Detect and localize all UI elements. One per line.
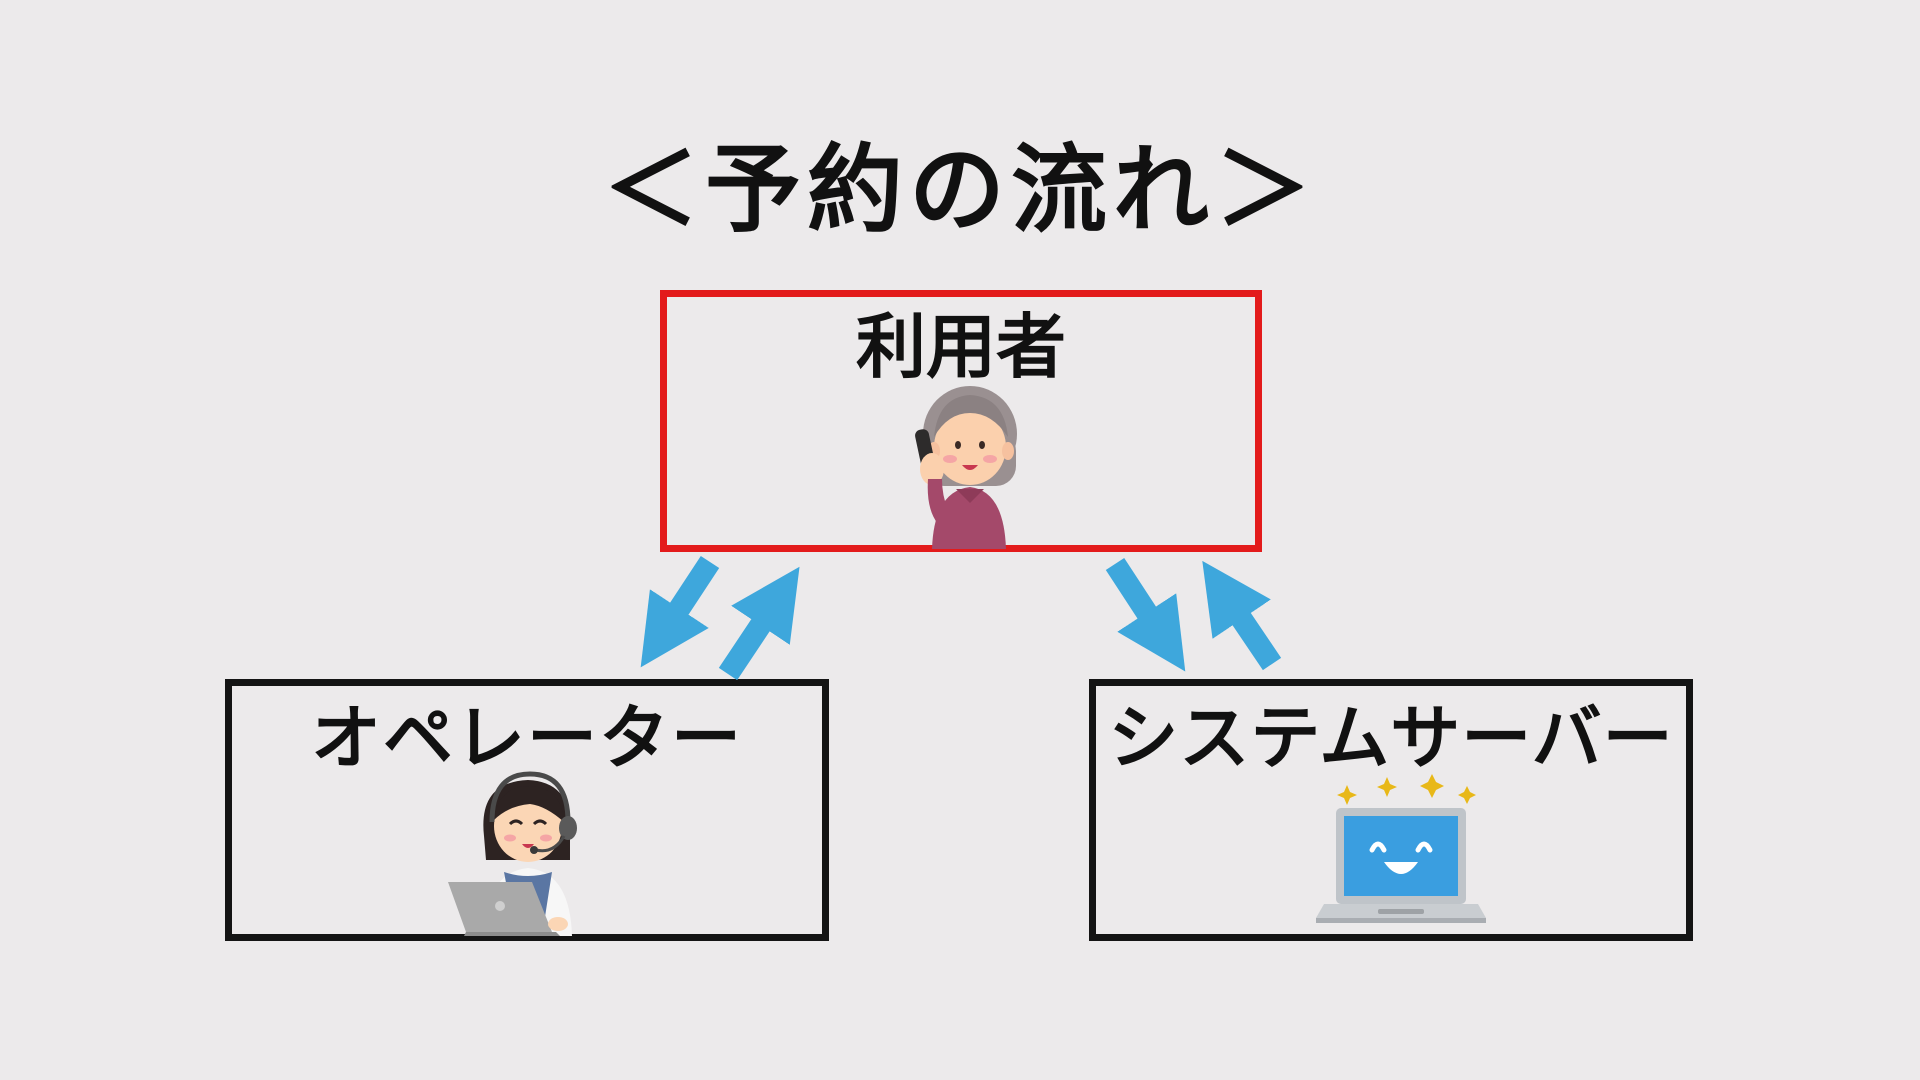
operator-label: オペレーター — [311, 697, 743, 779]
system-server-node: システムサーバー — [1089, 679, 1693, 941]
operator-headset-laptop-icon — [448, 771, 577, 936]
arrow-user-to-system — [1105, 557, 1186, 672]
operator-node: オペレーター — [225, 679, 829, 941]
arrow-user-to-operator — [640, 555, 720, 668]
elderly-woman-phone-icon — [915, 386, 1017, 549]
system-server-label: システムサーバー — [1108, 697, 1674, 779]
arrow-system-to-user — [1202, 560, 1282, 671]
smiling-laptop-icon — [1316, 774, 1486, 923]
diagram-title: ＜予約の流れ＞ — [603, 134, 1317, 246]
user-node: 利用者 — [660, 290, 1262, 552]
user-label: 利用者 — [856, 306, 1066, 388]
arrow-operator-to-user — [718, 566, 800, 681]
